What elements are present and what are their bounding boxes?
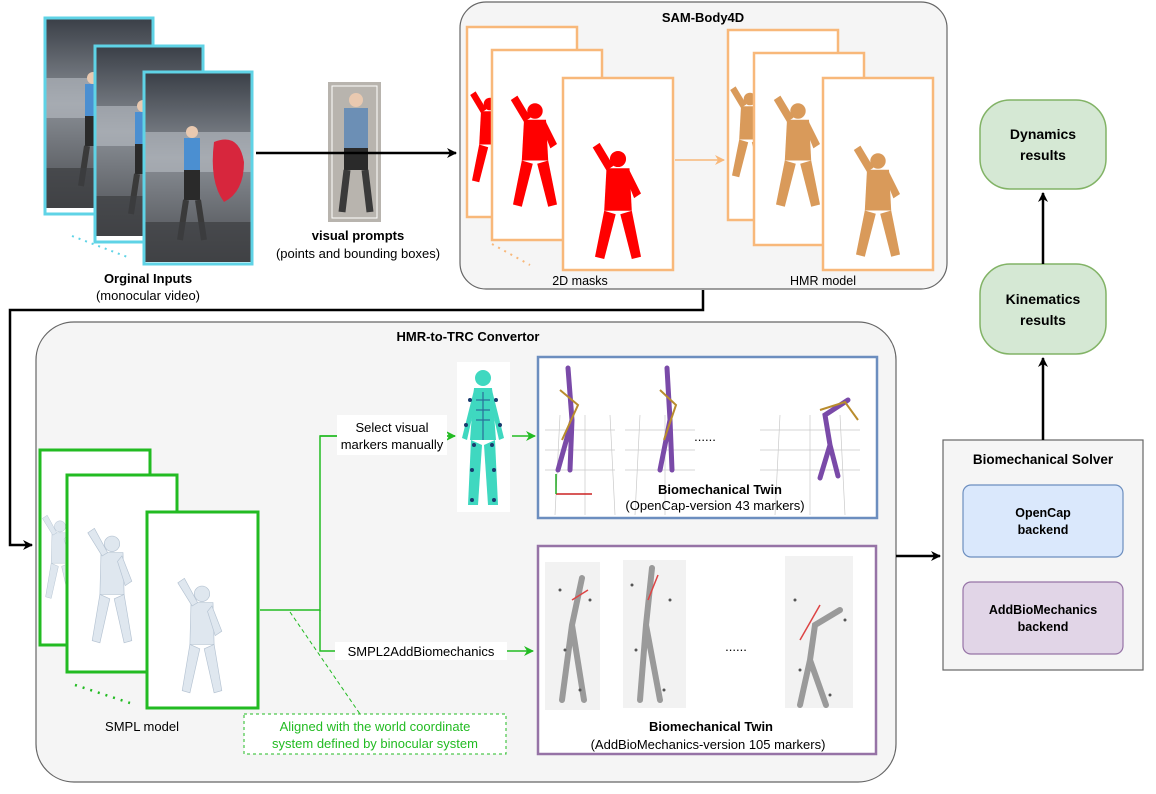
smpl2abm-label: SMPL2AddBiomechanics xyxy=(348,644,495,659)
smpl-frames xyxy=(38,448,260,710)
opencap-backend-line2: backend xyxy=(1018,523,1069,537)
dynamics-line2: results xyxy=(1020,147,1066,163)
dynamics-line1: Dynamics xyxy=(1010,126,1076,142)
inputs-title: Orginal Inputs xyxy=(104,271,192,286)
abm-backend-line1: AddBioMechanics xyxy=(989,603,1097,617)
hmr-frames xyxy=(726,28,935,272)
inputs-subtitle: (monocular video) xyxy=(96,288,200,303)
smpl-label: SMPL model xyxy=(105,719,179,734)
abm-ellipsis: ...... xyxy=(725,639,747,654)
abm-skeletons xyxy=(545,556,853,710)
aligned-note-line1: Aligned with the world coordinate xyxy=(280,719,471,734)
abm-backend-line2: backend xyxy=(1018,620,1069,634)
opencap-backend-box xyxy=(962,484,1124,558)
dynamics-results-box xyxy=(979,99,1107,190)
sam-to-convertor-arrow xyxy=(8,290,705,550)
abm-backend-box xyxy=(962,581,1124,655)
aligned-note-box xyxy=(243,713,507,755)
opencap-backend-line1: OpenCap xyxy=(1015,506,1071,520)
twin-abm-subtitle: (AddBioMechanics-version 105 markers) xyxy=(591,737,826,752)
kinematics-results-box xyxy=(979,263,1107,355)
aligned-note-line2: system defined by binocular system xyxy=(272,736,478,751)
opencap-skeletons xyxy=(555,365,859,495)
convertor-title: HMR-to-TRC Convertor xyxy=(397,329,540,344)
hmr-label: HMR model xyxy=(790,274,856,288)
marker-selection-figure xyxy=(457,362,510,512)
masks-label: 2D masks xyxy=(552,274,608,288)
twin-abm-title: Biomechanical Twin xyxy=(649,719,773,734)
kinematics-line2: results xyxy=(1020,312,1066,328)
twin-opencap-title: Biomechanical Twin xyxy=(658,482,782,497)
prompts-title: visual prompts xyxy=(312,228,404,243)
kinematics-line1: Kinematics xyxy=(1006,291,1081,307)
twin-opencap-subtitle: (OpenCap-version 43 markers) xyxy=(625,498,804,513)
mask-frames xyxy=(465,25,675,272)
original-input-frames xyxy=(45,18,252,266)
select-markers-line2: markers manually xyxy=(341,437,444,452)
prompts-subtitle: (points and bounding boxes) xyxy=(276,246,440,261)
opencap-ellipsis: ...... xyxy=(694,429,716,444)
select-markers-line1: Select visual xyxy=(356,420,429,435)
solver-title: Biomechanical Solver xyxy=(973,452,1114,467)
sam-body4d-title: SAM-Body4D xyxy=(662,10,744,25)
smpl2abm-label-bg xyxy=(335,642,507,660)
twin-opencap-box xyxy=(536,355,879,520)
select-label-bg xyxy=(337,415,447,455)
